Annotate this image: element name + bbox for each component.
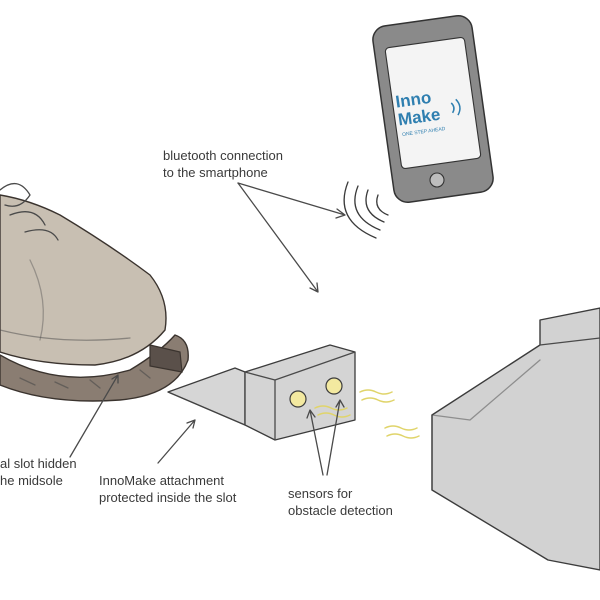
stairs bbox=[431, 307, 600, 571]
label-attachment: InnoMake attachment protected inside the… bbox=[99, 472, 236, 506]
smartphone: Inno Make ONE STEP AHEAD bbox=[372, 14, 494, 204]
label-line: bluetooth connection bbox=[163, 148, 283, 163]
innomake-attachment bbox=[167, 344, 356, 441]
bluetooth-wave-icon bbox=[343, 181, 389, 239]
label-line: obstacle detection bbox=[288, 503, 393, 518]
label-line: sensors for bbox=[288, 486, 353, 501]
sensor-right-icon bbox=[325, 377, 343, 395]
annotation-arrows bbox=[69, 182, 346, 476]
shoe bbox=[0, 183, 189, 402]
label-line: InnoMake attachment bbox=[99, 473, 225, 488]
label-line: protected inside the slot bbox=[99, 490, 237, 505]
label-slot: al slot hidden he midsole bbox=[0, 455, 77, 489]
label-line: al slot hidden bbox=[0, 456, 77, 471]
label-bluetooth-connection: bluetooth connection to the smartphone bbox=[163, 147, 283, 181]
phone-logo-line1: Inno bbox=[394, 88, 432, 112]
label-line: he midsole bbox=[0, 473, 63, 488]
label-line: to the smartphone bbox=[163, 165, 268, 180]
sensor-signal-icon bbox=[314, 389, 420, 439]
sensor-left-icon bbox=[289, 390, 307, 408]
label-sensors: sensors for obstacle detection bbox=[288, 485, 393, 519]
